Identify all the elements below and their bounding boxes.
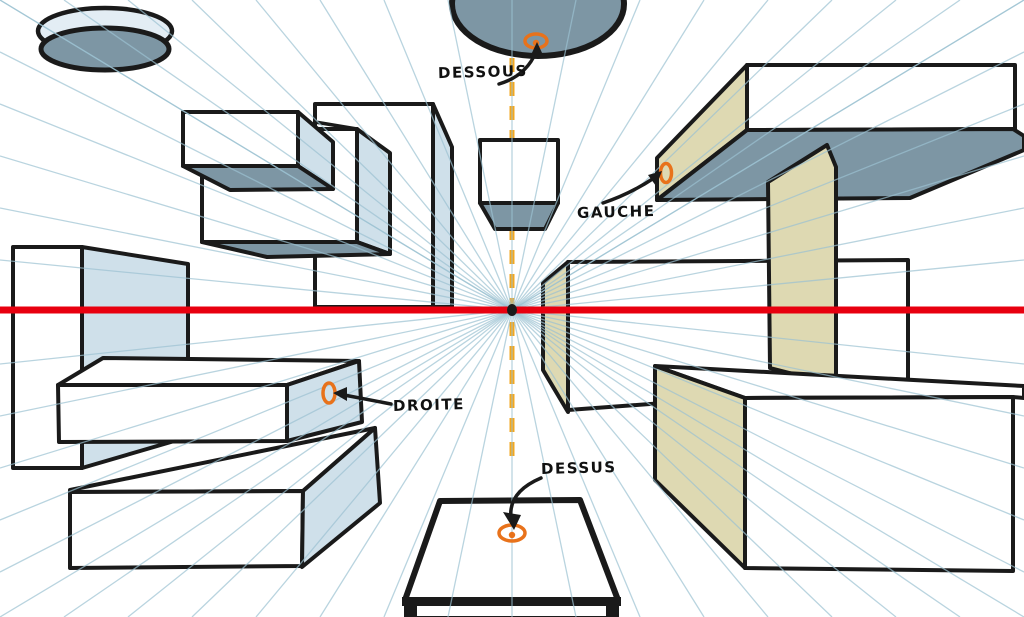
perspective-ray-5 — [127, 309, 513, 617]
perspective-ray-7 — [191, 309, 513, 617]
perspective-ray-10 — [319, 0, 513, 311]
perspective-ray-42 — [0, 207, 513, 311]
perspective-ray-49 — [511, 309, 1024, 365]
dessus-arrow-head — [503, 512, 521, 530]
box-b-bottom — [200, 240, 392, 259]
perspective-ray-1 — [0, 309, 513, 617]
perspective-ray-11 — [319, 309, 513, 617]
label-dessus: DESSUS — [540, 458, 617, 478]
perspective-ray-20 — [511, 0, 641, 311]
box-g-front — [68, 489, 305, 570]
vanishing-point-dot — [507, 304, 517, 316]
droite-arrow — [342, 393, 393, 406]
perspective-ray-51 — [511, 309, 1024, 417]
perspective-ray-53 — [511, 309, 1024, 469]
perspective-ray-39 — [511, 103, 1024, 311]
box-g-side — [300, 426, 382, 569]
box-c-bottom — [478, 201, 560, 231]
perspective-ray-33 — [511, 309, 1024, 617]
box-a-front — [181, 110, 300, 168]
table-leg-left — [404, 601, 417, 617]
perspective-ray-8 — [255, 0, 513, 311]
perspective-ray-54 — [0, 309, 513, 521]
perspective-ray-23 — [511, 309, 705, 617]
perspective-ray-55 — [511, 309, 1024, 521]
perspective-ray-24 — [511, 0, 769, 311]
perspective-ray-13 — [383, 309, 513, 617]
perspective-ray-57 — [511, 309, 1024, 573]
perspective-ray-30 — [511, 0, 961, 311]
perspective-ray-43 — [511, 207, 1024, 311]
perspective-ray-44 — [0, 259, 513, 311]
droite-arrow-head — [333, 387, 347, 401]
perspective-ray-9 — [255, 309, 513, 617]
perspective-ray-2 — [63, 0, 513, 311]
perspective-ray-21 — [511, 309, 641, 617]
perspective-ray-28 — [511, 0, 897, 311]
perspective-ray-38 — [0, 103, 513, 311]
perspective-ray-48 — [0, 309, 513, 365]
perspective-ray-34 — [0, 0, 513, 311]
perspective-ray-15 — [447, 309, 513, 617]
perspective-ray-45 — [511, 259, 1024, 311]
perspective-ray-41 — [511, 155, 1024, 311]
perspective-ray-25 — [511, 309, 769, 617]
box-j-front — [743, 395, 1015, 573]
box-f-front — [56, 383, 289, 444]
perspective-ray-50 — [0, 309, 513, 417]
perspective-ray-6 — [191, 0, 513, 311]
box-a-bottom — [181, 164, 335, 192]
column-k — [766, 143, 838, 387]
gauche-arrow-head — [648, 171, 662, 186]
perspective-ray-27 — [511, 309, 833, 617]
dessous-arrow-head — [530, 42, 543, 57]
perspective-ray-12 — [383, 0, 513, 311]
perspective-ray-52 — [0, 309, 513, 469]
label-dessous: DESSOUS — [437, 61, 529, 83]
box-b-side — [355, 127, 392, 256]
dessus-marker-dot — [508, 531, 516, 539]
perspective-ray-22 — [511, 0, 705, 311]
perspective-ray-3 — [63, 309, 513, 617]
perspective-ray-14 — [447, 0, 513, 311]
box-c-front — [478, 138, 560, 205]
perspective-ray-35 — [511, 0, 1024, 311]
perspective-ray-36 — [0, 51, 513, 311]
box-j-side — [653, 364, 747, 570]
label-gauche: GAUCHE — [576, 201, 656, 223]
perspective-ray-26 — [511, 0, 833, 311]
b-d-junction — [313, 120, 359, 131]
perspective-ray-18 — [511, 0, 577, 311]
perspective-ray-29 — [511, 309, 897, 617]
perspective-ray-19 — [511, 309, 577, 617]
perspective-ray-31 — [511, 309, 961, 617]
label-droite: DROITE — [392, 395, 466, 415]
ceiling-disc — [449, 0, 627, 59]
table-leg-right — [606, 601, 619, 617]
perspective-ray-37 — [511, 51, 1024, 311]
perspective-ray-56 — [0, 309, 513, 573]
perspective-ray-4 — [127, 0, 513, 311]
column-d-side — [431, 102, 454, 309]
perspective-ray-40 — [0, 155, 513, 311]
gauche-arrow — [601, 176, 656, 205]
